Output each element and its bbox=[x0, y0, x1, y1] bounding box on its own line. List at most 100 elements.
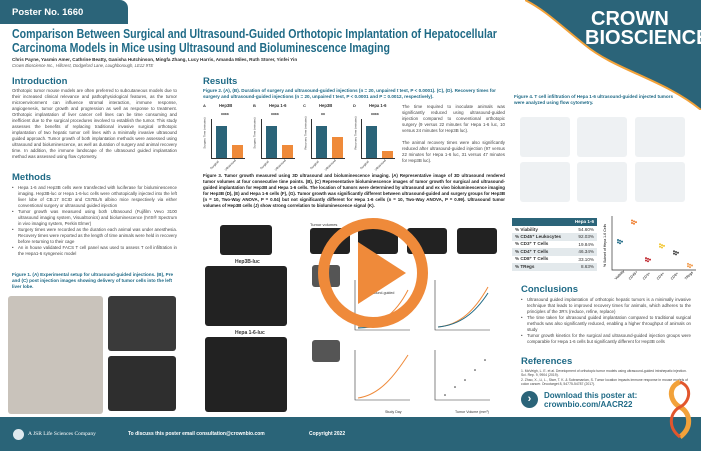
chart-ylabel: Recovery Time (minutes) bbox=[353, 116, 358, 150]
introduction-text: Orthotopic tumor mouse models are often … bbox=[12, 88, 177, 159]
row-label: % CD8⁺ T Cells bbox=[515, 256, 549, 262]
scatter-point bbox=[689, 263, 691, 266]
logo-line2: BIOSCIENCE bbox=[585, 27, 701, 49]
poster-title: Comparison Between Surgical and Ultrasou… bbox=[12, 27, 497, 55]
row-label: % TRegs bbox=[512, 263, 570, 271]
chart-significance: **** bbox=[271, 113, 279, 119]
chart-panel-label: A bbox=[203, 103, 206, 108]
conclusions-heading: Conclusions bbox=[521, 284, 579, 295]
scatter-point bbox=[689, 266, 691, 269]
video-play-button[interactable] bbox=[318, 218, 428, 328]
bar bbox=[232, 144, 243, 158]
chart-significance: ** bbox=[321, 113, 325, 119]
hepa-label: Hepa 1-6-luc bbox=[235, 330, 265, 336]
x-tick-label: Ultrasound bbox=[323, 158, 337, 172]
scatter-point bbox=[675, 250, 677, 253]
crown-ribbon-icon bbox=[668, 379, 692, 439]
scatter-point bbox=[659, 245, 661, 248]
bar-chart: D Hepa 1-6 **** Recovery Time (minutes) … bbox=[353, 103, 399, 172]
figure2-caption: Figure 2. (A), (B). Duration of surgery … bbox=[203, 88, 496, 99]
bar-chart: B Hepa 1-6 **** Surgery Time (minutes) S… bbox=[252, 103, 299, 172]
row-value: 33.10% bbox=[578, 256, 594, 262]
methods-item: Tumor growth was measured using both Ult… bbox=[12, 209, 177, 227]
results-text-1: The time required to inoculate animals w… bbox=[402, 104, 505, 133]
scatter-point bbox=[647, 257, 649, 260]
table-row: % CD8⁺ T Cells 33.10% bbox=[512, 256, 597, 264]
logo-line1: CROWN bbox=[591, 8, 669, 30]
scatter-point bbox=[647, 260, 649, 263]
flow-plot bbox=[520, 162, 570, 202]
download-link[interactable]: Download this poster at: crownbio.com/AA… bbox=[544, 391, 637, 409]
figure3f-ultrasound bbox=[312, 340, 340, 362]
scatter-point bbox=[621, 240, 623, 243]
tumor-volumes-label: Tumor volumes bbox=[310, 222, 338, 227]
x-tick-label: Surgical bbox=[359, 159, 370, 171]
figure4-caption: Figure 4. T cell infiltration of Hepa 1-… bbox=[514, 94, 674, 105]
bar bbox=[382, 150, 393, 158]
x-tick-label: Ultrasound bbox=[273, 158, 287, 172]
scatter-point bbox=[663, 244, 665, 247]
x-tick-label: Ultrasound bbox=[223, 158, 237, 172]
copyright: Copyright 2022 bbox=[309, 431, 346, 437]
authors: Chris Payne, Yasmin Amer, Cathrine Beatt… bbox=[12, 57, 298, 62]
affiliation: Crown Bioscience Inc., Hillcrest, Dodgef… bbox=[12, 63, 154, 68]
bar bbox=[282, 144, 293, 158]
scatter-point bbox=[619, 239, 621, 242]
chart-plot-area bbox=[311, 119, 345, 159]
conclusions-list: Ultrasound guided implantation of orthot… bbox=[521, 297, 691, 345]
company-tagline: A JSR Life Sciences Company bbox=[28, 431, 96, 437]
figure3c-bli-hepa bbox=[205, 337, 287, 412]
scatter-y-label: % Subset of Hepa 1-6 Cells bbox=[603, 224, 607, 267]
chart-plot-area bbox=[211, 119, 245, 159]
flow-plot bbox=[577, 117, 627, 157]
row-label: % Viability bbox=[515, 226, 538, 232]
bar bbox=[332, 136, 343, 158]
scatter-point bbox=[617, 241, 619, 244]
row-label: % CD4⁺ T Cells bbox=[512, 248, 570, 256]
download-label: Download this poster at: bbox=[544, 391, 638, 400]
bar bbox=[366, 126, 377, 158]
figure3a-3d-ultrasound bbox=[220, 225, 272, 255]
x-tick-label: Surgical bbox=[309, 159, 320, 171]
bar bbox=[266, 126, 277, 158]
conclusion-item: Tumor growth kinetics for the surgical a… bbox=[521, 333, 691, 345]
methods-item: An in house validated FACS T cell panel … bbox=[12, 245, 177, 257]
poster-number-tab: Poster No. 1660 bbox=[0, 0, 128, 24]
download-arrow-icon[interactable]: › bbox=[521, 391, 538, 408]
header-wave-shape bbox=[525, 0, 701, 110]
scatter-x-label: CD45+ bbox=[628, 270, 639, 281]
crown-bioscience-logo: CROWN BIOSCIENCE bbox=[585, 8, 701, 49]
chart-title: Hep3B bbox=[319, 103, 333, 108]
row-label: % CD3⁺ T Cells bbox=[515, 241, 549, 247]
x-axis-tumor-volume: Tumor Volume (mm³) bbox=[455, 410, 489, 414]
footer: A JSR Life Sciences Company To discuss t… bbox=[0, 379, 701, 451]
scatter-x-label: CD3+ bbox=[642, 271, 651, 280]
chart-title: Hepa 1-6 bbox=[269, 103, 287, 108]
bar bbox=[216, 126, 227, 158]
conclusion-item: The time taken for ultrasound guided imp… bbox=[521, 315, 691, 333]
chart-significance: **** bbox=[371, 113, 379, 119]
download-url[interactable]: crownbio.com/AACR22 bbox=[544, 400, 633, 409]
scatter-point bbox=[645, 259, 647, 262]
figure1b-ultrasound-image bbox=[108, 296, 176, 351]
scatter-point bbox=[677, 251, 679, 254]
flow-plot bbox=[635, 162, 685, 202]
reference-item: 2. Zhao, X., Li, L., Starr, T. K. & Subr… bbox=[521, 377, 688, 386]
methods-item: Surgery times were recorded as the durat… bbox=[12, 227, 177, 245]
figure3-caption: Figure 3. Tumor growth measured using 3D… bbox=[203, 173, 505, 208]
x-tick-label: Surgical bbox=[259, 159, 270, 171]
play-icon[interactable] bbox=[358, 242, 406, 304]
figure1-caption: Figure 1. (A) Experimental setup for ult… bbox=[12, 272, 174, 289]
scatter-point bbox=[635, 221, 637, 224]
table-header bbox=[512, 218, 569, 226]
scatter-point bbox=[687, 262, 689, 265]
scatter-axes bbox=[611, 216, 696, 271]
scatter-point bbox=[661, 246, 663, 249]
methods-item: Hepa 1-6 and Hep3B cells were transfecte… bbox=[12, 185, 177, 209]
chart-ylabel: Surgery Time (minutes) bbox=[252, 117, 257, 149]
contact-email[interactable]: To discuss this poster email consultatio… bbox=[128, 431, 265, 437]
